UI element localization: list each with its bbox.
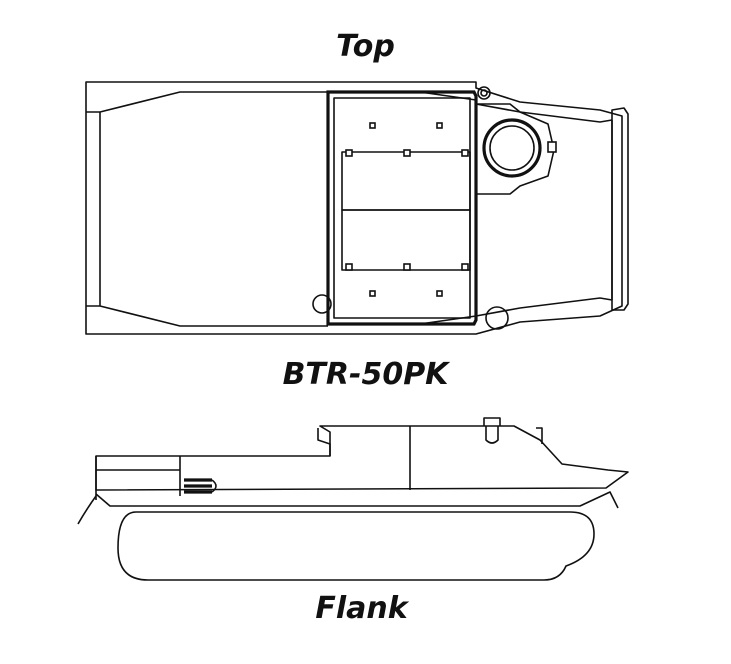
top-view xyxy=(85,81,629,335)
top-front-bevel xyxy=(475,103,613,317)
top-view-label: Top xyxy=(336,29,395,64)
top-rear-bevel xyxy=(86,91,328,327)
top-superstructure xyxy=(326,90,478,326)
flank-track xyxy=(117,511,595,581)
top-hatch-hinges xyxy=(345,149,469,271)
flank-cupola xyxy=(483,417,501,444)
top-left-drum xyxy=(312,294,332,314)
top-roof-bolts xyxy=(369,122,443,297)
flank-superstructure xyxy=(317,426,411,490)
top-periscope xyxy=(477,86,491,100)
top-hull-outline xyxy=(85,81,623,335)
top-cupola xyxy=(476,103,557,195)
top-right-drum xyxy=(485,306,509,330)
flank-view xyxy=(77,417,629,581)
flank-bow-rail xyxy=(536,427,543,444)
top-hatch-lower xyxy=(341,209,471,271)
top-bow-plate xyxy=(611,107,629,311)
flank-exhaust-grille xyxy=(184,478,217,494)
flank-view-label: Flank xyxy=(315,591,408,626)
flank-tow-line xyxy=(77,495,97,525)
top-hatch-upper xyxy=(341,151,471,211)
flank-hull-outline xyxy=(95,425,629,491)
top-superstructure-inner xyxy=(333,97,471,319)
top-roof-slant xyxy=(419,91,477,325)
flank-rear-step xyxy=(95,456,181,500)
model-name-label: BTR-50PK xyxy=(282,357,449,392)
flank-fender xyxy=(95,491,619,509)
